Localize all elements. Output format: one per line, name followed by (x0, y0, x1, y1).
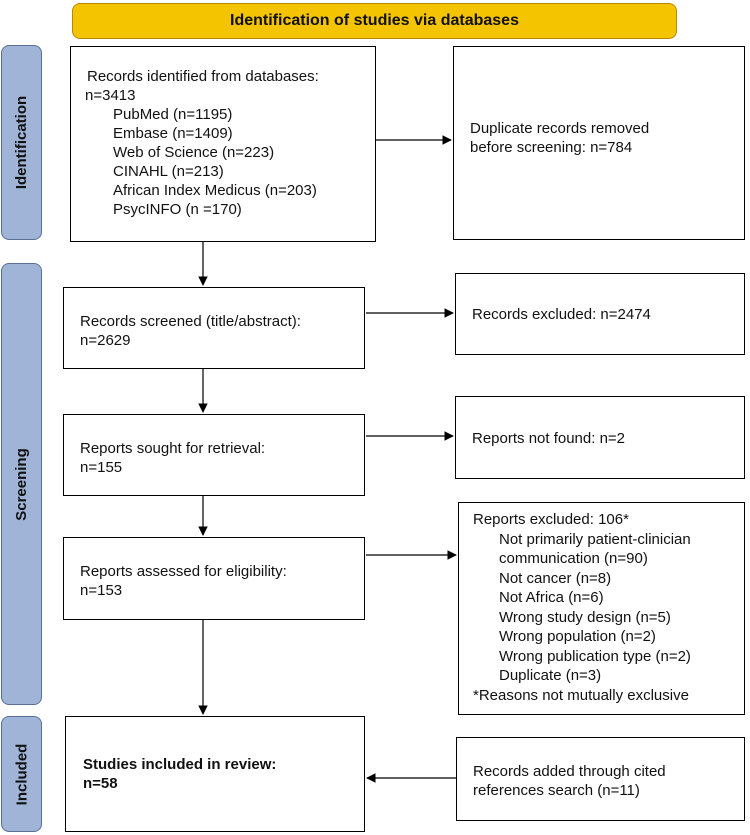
added-line1: Records added through cited (473, 763, 666, 780)
screened-line2: n=2629 (80, 332, 131, 349)
exclusion-reason: Duplicate (n=3) (499, 667, 602, 684)
exclusion-reason: Not primarily patient-clinician (499, 530, 691, 548)
screened-line1: Records screened (title/abstract): (80, 313, 301, 330)
identified-total: n=3413 (85, 87, 136, 104)
source-item: Embase (n=1409) (113, 125, 233, 142)
duplicates-line1: Duplicate records removed (470, 120, 650, 137)
included-line2: n=58 (83, 775, 118, 792)
reports-not-found-box: Reports not found: n=2 (455, 396, 745, 479)
source-item: Web of Science (n=223) (113, 144, 275, 161)
identified-heading: Records identified from databases: (87, 68, 319, 85)
header-bar: Identification of studies via databases (72, 3, 677, 39)
excluded-screen-text: Records excluded: n=2474 (472, 306, 651, 323)
studies-included-box: Studies included in review: n=58 (65, 716, 365, 832)
duplicates-line2: before screening: n=784 (470, 139, 633, 156)
duplicates-removed-box: Duplicate records removed before screeni… (453, 46, 745, 240)
included-line1: Studies included in review: (83, 756, 277, 773)
reports-assessed-box: Reports assessed for eligibility: n=153 (63, 537, 365, 620)
records-screened-box: Records screened (title/abstract): n=262… (63, 287, 365, 369)
source-item: PubMed (n=1195) (113, 106, 233, 123)
excluded-reports-heading: Reports excluded: 106* (473, 511, 629, 528)
source-item: CINAHL (n=213) (113, 163, 224, 180)
source-item: PsycINFO (n =170) (113, 201, 242, 218)
exclusion-reason: Not Africa (n=6) (499, 589, 604, 606)
sought-line2: n=155 (80, 459, 123, 476)
assessed-line2: n=153 (80, 582, 123, 599)
phase-screening: Screening (1, 263, 42, 705)
header-title: Identification of studies via databases (230, 12, 519, 29)
not-found-text: Reports not found: n=2 (472, 430, 626, 447)
records-identified-box: Records identified from databases: n=341… (70, 46, 376, 242)
exclusion-reason: Wrong population (n=2) (499, 628, 656, 645)
sought-line1: Reports sought for retrieval: (80, 440, 266, 457)
phase-included: Included (1, 716, 42, 832)
assessed-line1: Reports assessed for eligibility: (80, 563, 287, 580)
exclusion-reason: communication (n=90) (499, 550, 648, 567)
excluded-footnote: *Reasons not mutually exclusive (473, 686, 689, 704)
exclusion-reason: Not cancer (n=8) (499, 569, 612, 587)
records-added-box: Records added through cited references s… (456, 737, 745, 821)
added-line2: references search (n=11) (473, 782, 640, 799)
reports-sought-box: Reports sought for retrieval: n=155 (63, 414, 365, 496)
exclusion-reason: Wrong publication type (n=2) (499, 647, 691, 665)
records-excluded-box: Records excluded: n=2474 (455, 273, 745, 355)
phase-identification: Identification (1, 45, 42, 240)
source-item: African Index Medicus (n=203) (113, 182, 317, 199)
exclusion-reason: Wrong study design (n=5) (499, 608, 671, 626)
reports-excluded-box: Reports excluded: 106* Not primarily pat… (458, 502, 745, 715)
